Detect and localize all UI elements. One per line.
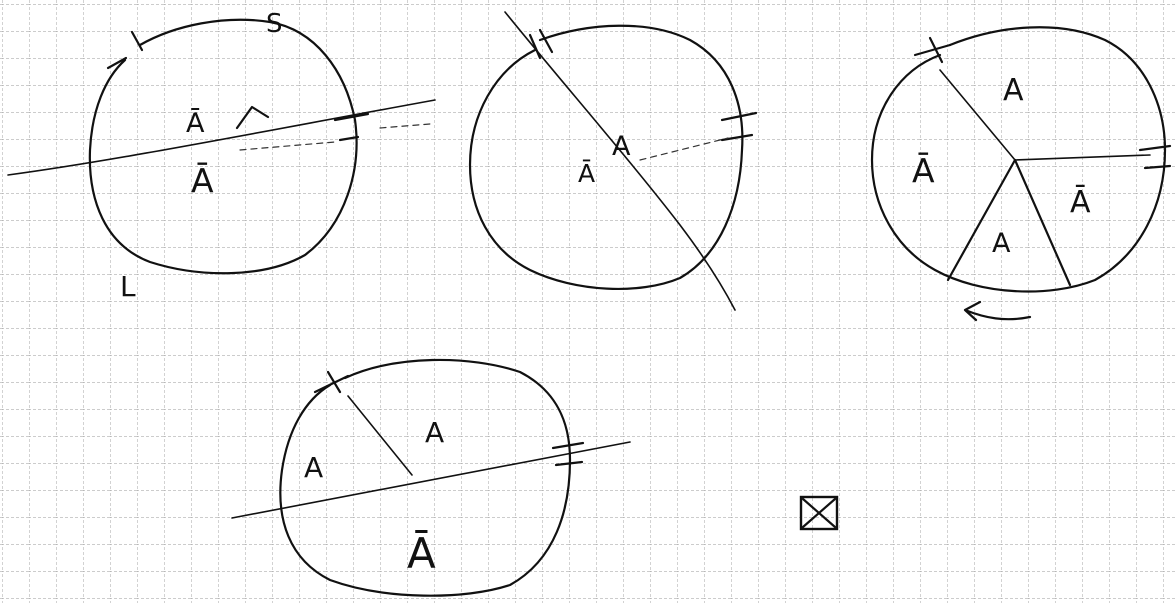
diagram-one-bar-mark-lower [338, 135, 360, 142]
diagram-three-bar-mark-upper [1138, 144, 1172, 152]
diagram-three-spoke-lower-left [946, 158, 1017, 282]
diagram-one-label-a-bar-upper: Ā [186, 108, 205, 139]
diagram-one-label-s: S [266, 9, 283, 39]
diagram-two-bar-mark-upper [720, 111, 758, 122]
diagram-two-tick-left-2 [538, 28, 554, 54]
diagram-one-label-a-bar-lower: Ā [191, 161, 214, 200]
diagram-four-label-a-right: A [425, 416, 444, 449]
diagram-two-circle [468, 24, 744, 290]
diagram-two-tick-left-1 [528, 33, 542, 60]
diagram-one-caret-mark [235, 105, 270, 130]
diagram-one-dashed-guide [239, 141, 336, 151]
diagram-three-spoke-lower-right [1013, 158, 1072, 287]
checked-box-icon [799, 495, 839, 531]
diagram-one-circle [88, 18, 358, 275]
diagram-three-label-a-bottom: A [992, 228, 1011, 259]
diagram-three-spoke-right [1014, 154, 1151, 161]
diagram-three-tick-1 [913, 43, 952, 57]
diagram-three-label-a-top: A [1003, 73, 1024, 108]
diagram-one-bar-mark-upper [333, 112, 370, 122]
diagram-two-bar-mark-lower [720, 133, 754, 142]
diagram-four-circle [279, 358, 572, 597]
diagram-one-gap-tick-left [130, 30, 144, 52]
diagram-one: Ā Ā S L [7, 9, 436, 303]
diagram-two-dashed-guide [639, 137, 729, 161]
diagram-three-bar-mark-lower [1143, 164, 1172, 170]
diagram-one-dashed-guide-2 [379, 123, 431, 129]
diagram-four-bar-mark-upper [551, 441, 585, 450]
diagram-two-label-a-bar: Ā [578, 159, 595, 188]
diagram-four-bar-mark-lower [554, 460, 584, 467]
diagram-four: A A Ā [231, 358, 631, 597]
diagram-two-cut-line [504, 11, 736, 311]
diagram-four-label-a-bar: Ā [407, 529, 436, 578]
diagram-four-tick-1 [313, 374, 350, 394]
diagram-two-label-a: A [612, 131, 631, 162]
diagram-one-gap-tick-top [106, 56, 128, 70]
diagram-four-label-a-left: A [304, 451, 323, 484]
diagram-three-label-a-bar-left: Ā [912, 151, 935, 190]
diagram-one-cut-line [7, 99, 436, 176]
diagram-two: A Ā [468, 11, 758, 311]
diagram-four-tick-2 [326, 370, 342, 394]
diagram-four-cut-line [231, 441, 631, 519]
diagram-three: A Ā Ā A [870, 26, 1172, 322]
diagram-three-circle [870, 26, 1167, 293]
diagram-three-tick-2 [928, 36, 944, 64]
diagram-four-spoke [347, 395, 413, 476]
diagram-three-spoke-upper [939, 69, 1016, 161]
diagram-three-rotation-arrow [963, 300, 1032, 322]
diagram-three-label-a-bar-right: Ā [1070, 184, 1091, 220]
diagram-one-label-l: L [120, 270, 136, 303]
